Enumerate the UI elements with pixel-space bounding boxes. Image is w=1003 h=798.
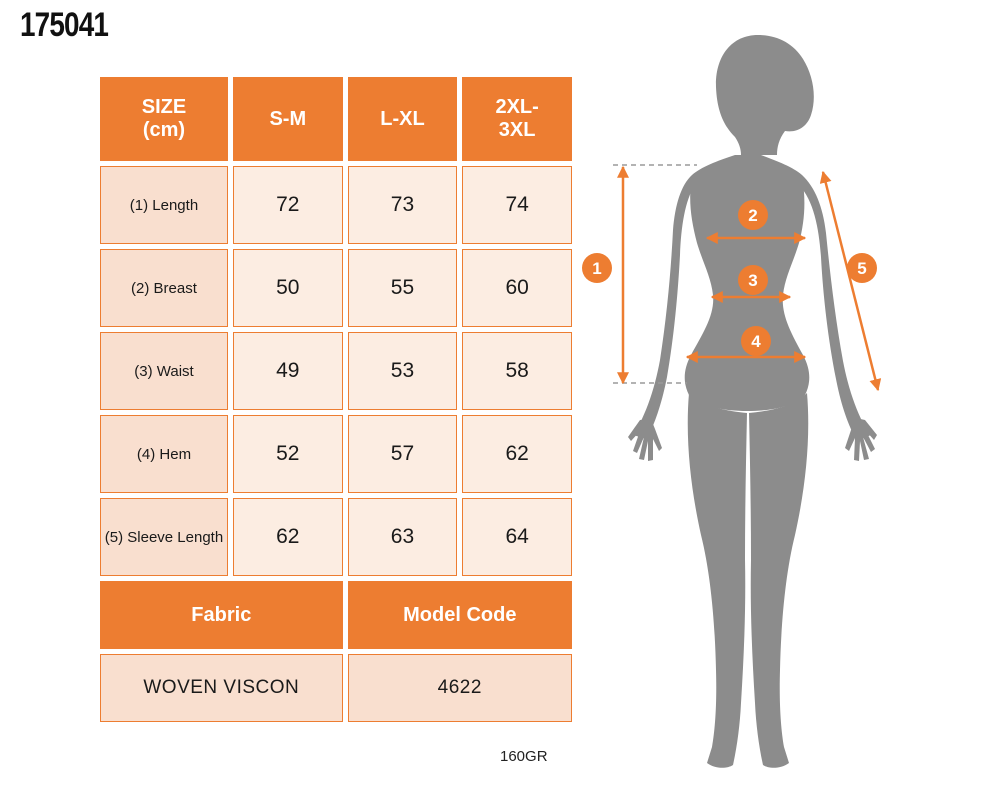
size-chart-table: SIZE (cm) S-M L-XL 2XL- 3XL (1) Length 7… bbox=[95, 72, 577, 727]
row-label: (1) Length bbox=[100, 166, 228, 244]
fabric-value: WOVEN VISCON bbox=[100, 654, 343, 722]
size-chart-header-row: SIZE (cm) S-M L-XL 2XL- 3XL bbox=[100, 77, 572, 161]
col-header-2xl3xl: 2XL- 3XL bbox=[462, 77, 572, 161]
figure-head bbox=[715, 35, 814, 155]
marker-3-number: 3 bbox=[748, 271, 757, 290]
figure-right-hand bbox=[845, 418, 877, 461]
row-label: (2) Breast bbox=[100, 249, 228, 327]
size-value: 57 bbox=[347, 415, 458, 493]
row-label: (5) Sleeve Length bbox=[100, 498, 228, 576]
col-header-size: SIZE (cm) bbox=[100, 77, 228, 161]
sleeve-arrow-5 bbox=[819, 170, 882, 392]
size-value: 72 bbox=[232, 166, 343, 244]
marker-4-badge bbox=[741, 326, 771, 356]
size-value: 49 bbox=[232, 332, 343, 410]
table-row-hem: (4) Hem 52 57 62 bbox=[100, 415, 572, 493]
size-value: 73 bbox=[347, 166, 458, 244]
figure-left-leg bbox=[687, 393, 747, 768]
figure-right-leg bbox=[749, 393, 809, 768]
product-code: 175041 bbox=[20, 6, 109, 44]
size-value: 62 bbox=[462, 415, 572, 493]
marker-1-number: 1 bbox=[592, 259, 601, 278]
size-value: 62 bbox=[232, 498, 343, 576]
size-value: 55 bbox=[347, 249, 458, 327]
col-header-lxl: L-XL bbox=[347, 77, 458, 161]
fabric-header: Fabric bbox=[100, 581, 343, 649]
size-value: 63 bbox=[347, 498, 458, 576]
row-label: (3) Waist bbox=[100, 332, 228, 410]
table-row-sleeve-length: (5) Sleeve Length 62 63 64 bbox=[100, 498, 572, 576]
table-row-waist: (3) Waist 49 53 58 bbox=[100, 332, 572, 410]
female-figure-silhouette bbox=[628, 35, 877, 768]
size-value: 53 bbox=[347, 332, 458, 410]
model-code-header: Model Code bbox=[347, 581, 572, 649]
measurement-diagram: 1 2 3 4 5 bbox=[582, 35, 882, 768]
size-value: 52 bbox=[232, 415, 343, 493]
marker-1-badge bbox=[582, 253, 612, 283]
info-header-row: Fabric Model Code bbox=[100, 581, 572, 649]
size-value: 50 bbox=[232, 249, 343, 327]
table-row-breast: (2) Breast 50 55 60 bbox=[100, 249, 572, 327]
model-code-value: 4622 bbox=[347, 654, 572, 722]
size-value: 64 bbox=[462, 498, 572, 576]
info-value-row: WOVEN VISCON 4622 bbox=[100, 654, 572, 722]
weight-note: 160GR bbox=[500, 748, 548, 765]
size-value: 74 bbox=[462, 166, 572, 244]
size-value: 58 bbox=[462, 332, 572, 410]
size-value: 60 bbox=[462, 249, 572, 327]
marker-3-badge bbox=[738, 265, 768, 295]
marker-2-badge bbox=[738, 200, 768, 230]
table-row-length: (1) Length 72 73 74 bbox=[100, 166, 572, 244]
measurement-guides bbox=[613, 164, 882, 392]
row-label: (4) Hem bbox=[100, 415, 228, 493]
marker-5-number: 5 bbox=[857, 259, 866, 278]
marker-2-number: 2 bbox=[748, 206, 757, 225]
measurement-markers: 1 2 3 4 5 bbox=[582, 200, 877, 356]
figure-left-arm bbox=[633, 175, 695, 439]
marker-5-badge bbox=[847, 253, 877, 283]
col-header-sm: S-M bbox=[232, 77, 343, 161]
figure-left-hand bbox=[628, 419, 662, 461]
marker-4-number: 4 bbox=[751, 332, 761, 351]
